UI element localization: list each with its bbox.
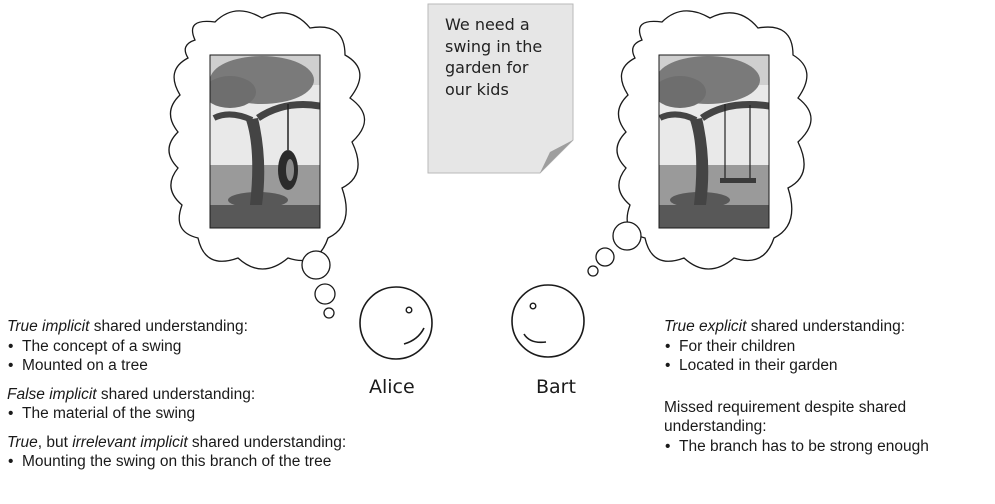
bart-face (511, 284, 585, 358)
heading-rest: shared understanding: (89, 318, 248, 335)
term-implicit: implicit (49, 385, 97, 403)
heading-rest: shared understanding: (187, 433, 347, 451)
list-item: The material of the swing (7, 404, 346, 424)
right-understanding-panel: True explicit shared understanding: For … (664, 317, 929, 456)
true-explicit-list: For their children Located in their gard… (664, 337, 929, 376)
term-explicit: explicit (699, 318, 747, 335)
note-line: our kids (445, 79, 509, 99)
heading-rest: shared understanding: (746, 318, 905, 335)
plank-swing-picture (659, 55, 769, 228)
list-item: Located in their garden (664, 356, 929, 376)
true-implicit-heading: True implicit shared understanding: (7, 317, 346, 337)
irrelevant-heading: True, but irrelevant implicit shared und… (7, 433, 346, 453)
list-item: The concept of a swing (7, 337, 346, 357)
true-explicit-heading: True explicit shared understanding: (664, 317, 929, 337)
alice-label: Alice (369, 376, 415, 398)
false-implicit-heading: False implicit shared understanding: (7, 385, 346, 405)
irrelevant-list: Mounting the swing on this branch of the… (7, 452, 346, 472)
note-text: We need a swing in the garden for our ki… (445, 14, 565, 100)
term-irrelevant: irrelevant implicit (72, 433, 188, 451)
tire-swing-picture (210, 55, 320, 228)
missed-requirement-list: The branch has to be strong enough (664, 437, 929, 457)
true-implicit-list: The concept of a swing Mounted on a tree (7, 337, 346, 376)
left-understanding-panel: True implicit shared understanding: The … (7, 317, 346, 472)
bart-label: Bart (536, 376, 576, 398)
note-line: We need a (445, 15, 530, 34)
note-line: garden for (445, 58, 529, 77)
term-implicit: implicit (42, 318, 90, 335)
term-true: True (7, 318, 38, 335)
term-true: True (7, 433, 38, 451)
list-item: The branch has to be strong enough (664, 437, 929, 457)
plank-swing-frame (658, 54, 770, 229)
note-line: swing in the (445, 36, 543, 56)
term-false: False (7, 385, 45, 403)
tire-swing-frame (209, 54, 321, 229)
heading-mid: , but (37, 433, 73, 451)
list-item: Mounted on a tree (7, 356, 346, 376)
requirement-note (427, 3, 574, 174)
term-true: True (664, 318, 695, 335)
false-implicit-list: The material of the swing (7, 404, 346, 424)
missed-requirement-heading-cont: understanding: (664, 418, 767, 435)
list-item: For their children (664, 337, 929, 357)
heading-rest: shared understanding: (96, 385, 256, 403)
missed-requirement-heading: Missed requirement despite shared (664, 398, 907, 416)
list-item: Mounting the swing on this branch of the… (7, 452, 346, 472)
alice-face (359, 286, 433, 360)
